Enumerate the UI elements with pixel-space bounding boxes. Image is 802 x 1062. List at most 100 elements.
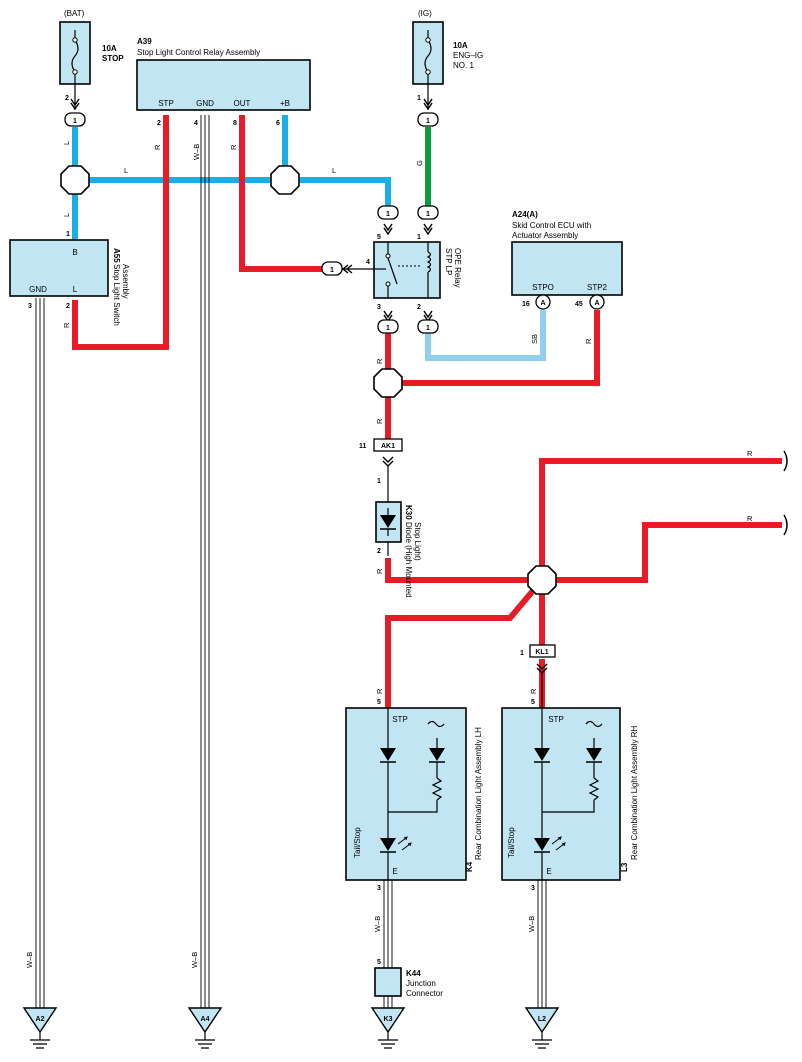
wire-labels: L L L L R R W–B G R R SB R R R R R R R W… <box>25 141 753 968</box>
wire-label-wb-a39: W–B <box>190 952 199 968</box>
fuse-icon <box>71 39 79 73</box>
ground-a2: A2 <box>22 1007 58 1049</box>
wire-wb-a39 <box>200 115 210 1008</box>
splices <box>60 165 557 595</box>
relay-a39-term-stp: STP <box>158 99 174 108</box>
lamp-k4-pin-5: 5 <box>377 699 381 706</box>
wire-continuation-mark-2 <box>783 514 788 536</box>
switch-a55-name2: Assembly <box>121 264 130 299</box>
ecu-a24-code: A24(A) <box>512 210 538 219</box>
grounds: A2 A4 K3 L2 <box>22 1007 560 1049</box>
ecu-a24-term-stp2: STP2 <box>587 283 608 292</box>
k44-code: K44 <box>406 969 421 978</box>
fuse-ig-rating: 10A <box>453 41 468 50</box>
ground-a4: A4 <box>187 1007 223 1049</box>
lamp-l3: 5 STP Tail/Stop E 3 L3 Rear Combination … <box>501 699 639 892</box>
switch-a55-term-b: B <box>72 248 77 257</box>
diode-icon <box>380 515 396 528</box>
ope-relay-connector-1 <box>417 205 439 220</box>
lamp-l3-pin-3: 3 <box>531 885 535 892</box>
junction-k44: 5 K44 Junction Connector <box>374 959 443 998</box>
ig-label: (IG) <box>418 9 432 18</box>
lamp-l3-stp: STP <box>548 715 564 724</box>
wire-r-switch-stp <box>72 115 169 350</box>
wire-label-r-switch: R <box>62 322 71 328</box>
fuse-icon <box>424 39 432 73</box>
junction-kl1: 1 KL1 <box>520 644 556 708</box>
k44-name1: Junction <box>406 979 436 988</box>
diode-k30: 11 AK1 1 2 K30 Diode (High Mounted Stop … <box>359 438 422 598</box>
fuse-stop: (BAT) 10A STOP 2 1 <box>59 9 124 127</box>
lamp-l3-code: L3 <box>620 862 629 872</box>
wire-label-r-ak1: R <box>375 418 384 424</box>
wire-label-l-1: L <box>62 141 71 145</box>
relay-a39-term-b: +B <box>280 99 290 108</box>
ope-relay-pin-3: 3 <box>377 304 381 311</box>
splice-2 <box>270 165 300 195</box>
lamp-k4-stp: STP <box>392 715 408 724</box>
relay-a39-term-gnd: GND <box>196 99 214 108</box>
ecu-a24-connector-16 <box>535 294 551 310</box>
ground-k3-label: K3 <box>384 1016 393 1023</box>
kl1-pin: 1 <box>520 650 524 657</box>
relay-a39-term-out: OUT <box>234 99 251 108</box>
diode-k30-code: K30 <box>404 505 413 520</box>
fuse-stop-name: STOP <box>102 54 124 63</box>
splice-1 <box>60 165 90 195</box>
resistor-icon <box>588 777 600 801</box>
diode-icon <box>429 748 445 761</box>
switch-a55-pin-b: 1 <box>66 231 70 238</box>
switch-a55: 1 B GND L 3 2 A55 Stop Light Switch Asse… <box>9 231 130 326</box>
ope-relay-pin-5: 5 <box>377 234 381 241</box>
connector-bat-pin: 1 <box>73 118 77 125</box>
wire-r-right-top <box>539 458 782 580</box>
wire-label-r-lh: R <box>375 688 384 694</box>
lamp-l3-name: Rear Combination Light Assembly RH <box>630 725 639 860</box>
connector-ig-pin: 1 <box>426 118 430 125</box>
fuse-ig-name2: NO. 1 <box>453 61 474 70</box>
connector-ak1-label: AK1 <box>381 443 395 450</box>
diode-icon <box>380 748 396 761</box>
connector-ig <box>417 112 439 127</box>
wire-label-wb-a55: W–B <box>25 952 34 968</box>
ground-k3: K3 <box>370 1007 406 1049</box>
diode-k30-name1: Diode (High Mounted <box>404 522 413 598</box>
wire-label-r-right-2: R <box>747 514 753 523</box>
ecu-a24-name1: Skid Control ECU with <box>512 221 591 230</box>
wire-r-out-relay <box>239 115 322 272</box>
fuse-stop-rating: 10A <box>102 44 117 53</box>
diode-k30-name2: Stop Light) <box>413 522 422 561</box>
ecu-a24-pin-16: 16 <box>522 301 530 308</box>
diode-k30-pin-2: 2 <box>377 548 381 555</box>
ground-icon <box>532 1032 552 1049</box>
ecu-a24-connector-16-label: A <box>540 300 545 307</box>
wire-label-l-3: L <box>124 166 128 175</box>
relay-a39-name: Stop Light Control Relay Assembly <box>137 48 260 57</box>
wire-label-r-ecu: R <box>584 338 593 344</box>
ecu-a24-box <box>511 241 623 296</box>
relay-a39-pin-stp: 2 <box>157 120 161 127</box>
ak1-pin: 11 <box>359 443 367 450</box>
ecu-a24: A24(A) Skid Control ECU with Actuator As… <box>511 210 623 310</box>
relay-a39-pin-b: 6 <box>276 120 280 127</box>
ecu-a24-connector-45 <box>589 294 605 310</box>
ope-relay-pin-4: 4 <box>366 259 370 266</box>
relay-coil-icon <box>426 251 432 273</box>
wire-r-ecu-stp2 <box>388 310 600 386</box>
diode-icon <box>586 748 602 761</box>
wire-label-wb-k4: W–B <box>373 916 382 932</box>
switch-a55-term-l: L <box>73 285 78 294</box>
switch-a55-name1: Stop Light Switch <box>112 264 121 326</box>
ecu-a24-connector-45-label: A <box>594 300 599 307</box>
wire-label-g: G <box>415 160 424 166</box>
lamp-l3-pin-5: 5 <box>531 699 535 706</box>
resistor-icon <box>431 777 443 801</box>
ope-relay-box <box>373 241 441 299</box>
relay-a39: A39 Stop Light Control Relay Assembly ST… <box>136 37 311 127</box>
ope-relay-connector-5 <box>377 205 399 220</box>
ground-l2: L2 <box>524 1007 560 1049</box>
wire-label-r-out: R <box>229 144 238 150</box>
wire-r-diode-junction <box>385 558 542 583</box>
fuse-eng-ig: (IG) 10A ENG–IG NO. 1 1 1 <box>412 9 483 127</box>
